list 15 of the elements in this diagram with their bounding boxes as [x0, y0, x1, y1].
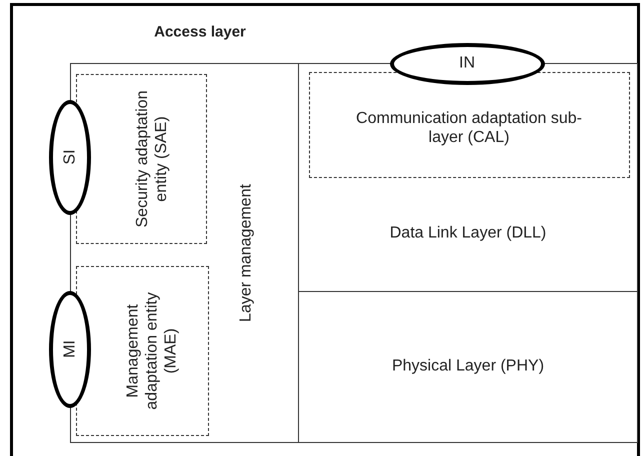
interface-label: MI	[60, 339, 80, 360]
dashed-entity-box	[76, 266, 209, 436]
panel-heading: Access layer	[153, 22, 247, 42]
layer-label: Physical Layer (PHY)	[390, 356, 546, 376]
dashed-entity-box	[76, 74, 207, 244]
layer-label: Management adaptation entity (MAE)	[124, 291, 180, 412]
access-layer-panel	[10, 3, 640, 456]
layer-label: Communication adaptation sub-layer (CAL)	[355, 109, 583, 147]
interface-label: SI	[60, 148, 80, 167]
layer-label: Layer management	[236, 183, 256, 324]
layer-label: Security adaptation entity (SAE)	[133, 90, 171, 229]
dashed-entity-box	[309, 72, 630, 178]
interface-label: IN	[458, 54, 476, 72]
layer-box	[298, 291, 638, 443]
layer-label: Data Link Layer (DLL)	[388, 224, 548, 242]
